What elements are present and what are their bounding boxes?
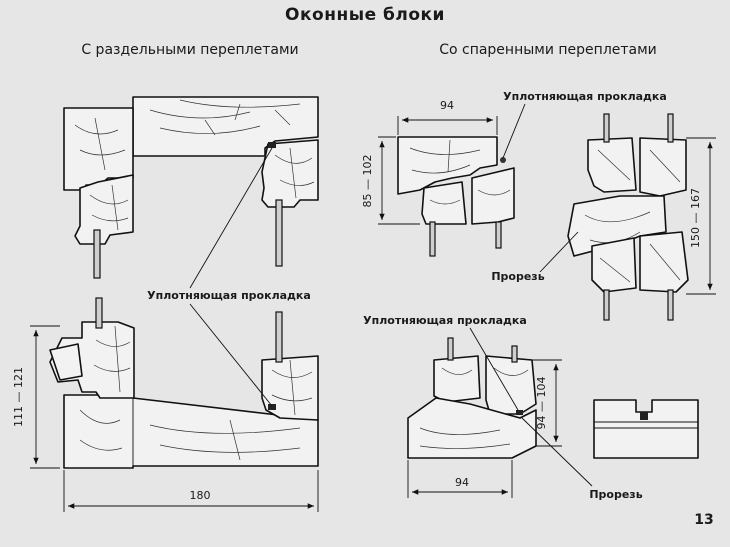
dim-height-label: 111 — 121 [12, 367, 25, 427]
dim-top-height-label: 85 — 102 [361, 155, 374, 208]
side-sash-lower-left [591, 237, 637, 293]
left-seal-label: Уплотняющая прокладка [147, 289, 311, 302]
top-seal-mark [500, 157, 506, 163]
dim-side-height-label: 150 — 167 [689, 188, 702, 248]
inner-glass-bottom [275, 311, 283, 363]
right-subtitle: Со спаренными переплетами [439, 42, 657, 58]
outer-glass-bottom [95, 297, 103, 329]
dim-top-width-label: 94 [440, 99, 454, 112]
side-glass-top-left [603, 113, 610, 143]
left-dim-width: 180 [63, 470, 319, 512]
coupled-frame-head [397, 136, 498, 195]
side-sash-upper-left [587, 137, 637, 193]
coupled-outer-sash [421, 181, 467, 225]
right-dim-bottom-height: 94 — 104 [532, 359, 562, 447]
right-bottom-seal-leader [469, 327, 519, 411]
page-number: 13 [694, 512, 713, 528]
bottom-slot-leader [521, 417, 593, 487]
page-title: Оконные блоки [285, 5, 445, 25]
slot-detail-cut [640, 412, 648, 420]
dim-bottom-width-label: 94 [455, 476, 469, 489]
right-top-seal-label: Уплотняющая прокладка [503, 90, 667, 103]
coupled-glass-inner [495, 221, 502, 249]
coupled-inner-sash [471, 167, 515, 225]
left-dim-height: 111 — 121 [12, 325, 60, 469]
side-glass-bottom-left [603, 289, 610, 321]
side-sash-lower-right [639, 231, 689, 293]
drip-nose [49, 343, 83, 381]
dim-bottom-height-label: 94 — 104 [535, 377, 548, 430]
coupled-upper-left-sash [433, 355, 481, 403]
coupled-glass-outer [429, 221, 436, 257]
right-side-detail [567, 113, 689, 321]
coupled-upper-right-sash [485, 355, 537, 415]
seal-bottom-left [268, 404, 276, 410]
coupled-sill [407, 397, 537, 459]
outer-sash-bottom [49, 321, 135, 399]
side-sash-upper-right [639, 137, 687, 197]
dim-width-label: 180 [190, 489, 211, 502]
right-dim-side-height: 150 — 167 [686, 137, 716, 295]
inner-glass [275, 199, 283, 267]
coupled-bottom-glass-right [511, 345, 518, 363]
right-top-seal-leader [502, 103, 526, 159]
right-dim-top-width: 94 [397, 99, 498, 135]
right-bottom-detail [407, 337, 699, 459]
slot-detail [593, 399, 699, 459]
right-top-detail [397, 136, 515, 257]
outer-glass [93, 229, 101, 279]
outer-sash [74, 174, 134, 245]
bottom-seal-mark [516, 410, 523, 415]
left-seal-leader-bottom [189, 303, 273, 407]
coupled-bottom-glass-left [447, 337, 454, 361]
slot-leader [539, 231, 579, 273]
bottom-slot-label: Прорезь [589, 488, 642, 501]
inner-sash-bottom [261, 355, 319, 421]
left-subtitle: С раздельными переплетами [81, 42, 298, 58]
right-dim-bottom-width: 94 [407, 460, 513, 498]
left-seal-leader-top [189, 147, 273, 289]
right-bottom-seal-label: Уплотняющая прокладка [363, 314, 527, 327]
slot-label: Прорезь [491, 270, 544, 283]
right-dim-top-height: 85 — 102 [361, 136, 420, 225]
left-bottom-section [49, 297, 319, 469]
side-glass-bottom-right [667, 289, 674, 321]
left-top-section [63, 96, 319, 279]
seal-top-left [268, 142, 276, 148]
side-glass-top-right [667, 113, 674, 143]
